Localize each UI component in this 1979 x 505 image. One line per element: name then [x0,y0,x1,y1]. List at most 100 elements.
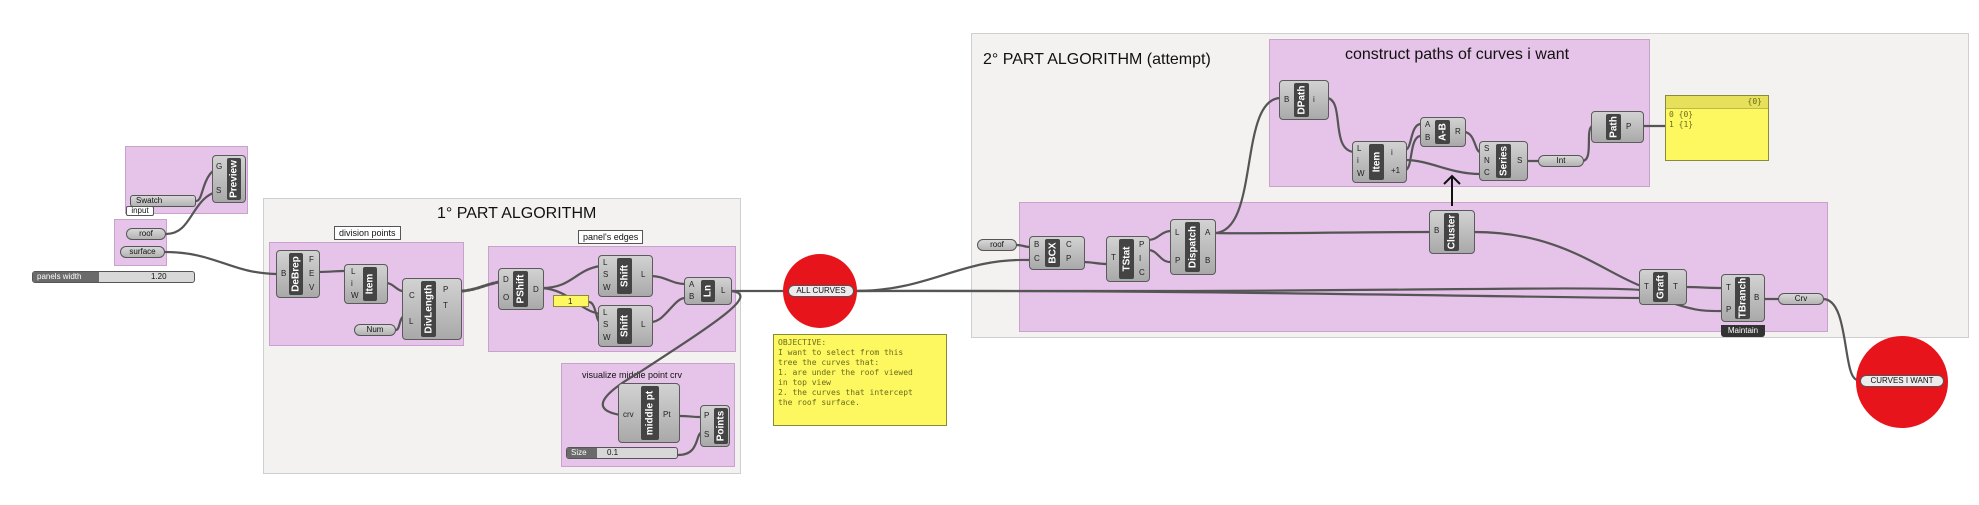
shift-component-1[interactable]: L S W Shift L [598,255,653,297]
tstat-out-p: P [1139,240,1145,249]
wire-ln-middle [601,289,742,417]
int-param[interactable]: Int [1538,155,1584,167]
crv-param[interactable]: Crv [1778,293,1824,305]
item-component-1[interactable]: L i W Item [344,264,388,304]
graft-name: Graft [1655,275,1666,299]
wire-tstat-dispatch-p [1146,248,1172,264]
series-component[interactable]: S N C Series S [1479,141,1528,181]
wire-dpath-item [1325,96,1356,154]
amb-name: A-B [1437,123,1448,141]
debrep-out-e: E [309,269,315,278]
item1-in-i: i [351,279,353,288]
item1-in-w: W [351,291,359,300]
path-component[interactable]: Path P [1591,111,1644,143]
middle-name: middle pt [644,390,656,436]
item2-out-plus1: +1 [1391,166,1401,175]
debrep-component[interactable]: B DeBrep F E V [276,250,320,298]
debrep-name: DeBrep [290,256,302,292]
shift-value-panel[interactable]: 1 [553,295,589,307]
wire-tstat-dispatch [1146,229,1172,242]
middle-pt-component[interactable]: crv middle pt Pt [618,383,680,443]
item2-in-i: i [1357,156,1359,165]
amb-in-b: B [1425,133,1431,142]
path-output-panel[interactable]: {0} 0 {0} 1 {1} [1665,95,1769,161]
wire-dispatch-dpath [1212,96,1282,235]
dispatch-component[interactable]: L P Dispatch A B [1170,219,1216,275]
bcx-component[interactable]: B C BCX C P [1029,236,1085,270]
roof-param[interactable]: roof [126,228,166,240]
panel-edges-label: panel's edges [578,230,644,244]
pshift-component[interactable]: D O PShift D [498,268,544,310]
shift1-in-s: S [603,270,609,279]
dispatch-name: Dispatch [1187,225,1198,269]
ln-component[interactable]: A B Ln L [684,277,732,305]
shift2-name: Shift [619,314,630,338]
roof-param-2[interactable]: roof [977,239,1017,251]
preview-name: Preview [228,160,240,198]
graft-out-t: T [1673,282,1678,291]
division-points-label: division points [334,226,401,240]
cluster-component[interactable]: B Cluster [1429,210,1475,254]
surface-param[interactable]: surface [120,246,165,258]
wire-item-series [1403,158,1482,176]
size-label: Size [567,448,597,458]
tbranch-maintain-tag: Maintain [1721,325,1765,337]
a-minus-b-component[interactable]: A B A-B R [1420,117,1466,147]
series-name: Series [1498,145,1509,177]
objective-note[interactable]: OBJECTIVE: I want to select from this tr… [773,334,947,426]
size-slider[interactable]: Size 0.1 [566,447,678,459]
divlength-name: DivLength [423,284,434,334]
ln-out-l: L [721,286,726,295]
pshift-in-o: O [503,293,510,302]
series-in-s: S [1484,144,1490,153]
debrep-in-b: B [281,269,287,278]
paths-group[interactable] [1269,39,1650,187]
amb-in-a: A [1425,120,1431,129]
points-in-s: S [704,430,710,439]
preview-component[interactable]: G S Preview [212,155,246,203]
item-component-2[interactable]: L i W Item i +1 [1352,141,1407,183]
wire-shift2-ln [649,296,687,324]
wire-amb-series [1462,130,1482,154]
path-panel-line-1: 0 {0} [1669,110,1694,119]
dpath-in-b: B [1284,95,1290,104]
path-panel-header-text: {0} [1747,97,1762,106]
tstat-in-t: T [1111,253,1116,262]
item2-in-l: L [1357,144,1362,153]
main-group-part2[interactable] [1019,202,1828,332]
divlength-out-t: T [443,301,448,310]
graft-component[interactable]: T Graft T [1639,269,1687,305]
points-component[interactable]: P S Points [700,405,730,447]
input-tag: input [126,206,154,216]
panels-width-slider[interactable]: panels width 1.20 [32,271,195,283]
curves-i-want-param[interactable]: CURVES I WANT [1860,375,1944,387]
shift-component-2[interactable]: L S W Shift L [598,305,653,347]
wire-item-divlength [384,281,404,293]
middle-point-title: visualize middle point crv [582,370,683,380]
divlength-out-p: P [443,285,449,294]
bcx-name: BCX [1047,242,1058,264]
swatch-param[interactable]: Swatch [130,195,196,207]
dpath-out-i: i [1313,95,1315,104]
tstat-out-c: C [1139,268,1145,277]
item2-out-i: i [1391,148,1393,157]
arrow-up-head [1443,174,1461,185]
series-in-c: C [1484,168,1490,177]
shift1-name: Shift [619,264,630,288]
all-curves-param[interactable]: ALL CURVES [788,285,854,297]
tbranch-component[interactable]: T P TBranch B [1721,274,1765,322]
num-param[interactable]: Num [354,324,396,336]
panels-width-value: 1.20 [151,272,167,281]
tstat-component[interactable]: T TStat P I C [1106,236,1150,282]
wire-shift1-ln [649,274,687,286]
ln-name: Ln [702,284,714,298]
bcx-in-c: C [1034,254,1040,263]
dpath-component[interactable]: B DPath i [1279,80,1329,120]
input-group[interactable] [114,219,167,266]
item1-in-l: L [351,267,356,276]
ln-in-b: B [689,292,695,301]
shift-value-text: 1 [568,297,573,306]
divlength-component[interactable]: C L DivLength P T [402,278,462,340]
middle-out-pt: Pt [663,410,671,419]
